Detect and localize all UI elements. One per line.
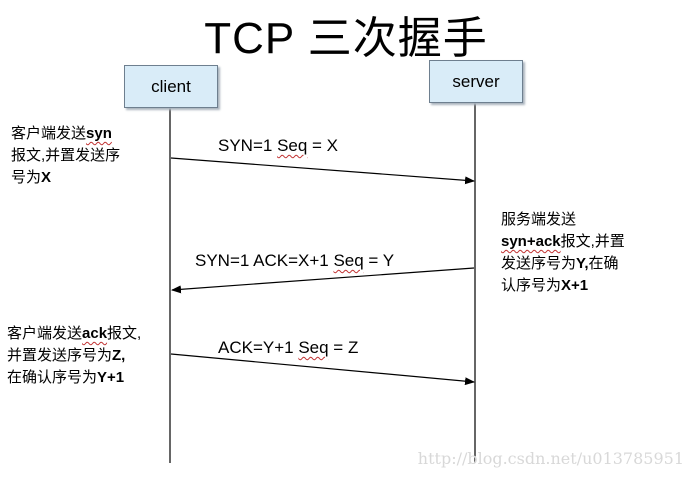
client-label: client — [151, 76, 191, 96]
client-box: client — [124, 65, 218, 108]
client-ack-note: 客户端发送ack报文, 并置发送序号为Z, 在确认序号为Y+1 — [7, 325, 142, 386]
server-label: server — [452, 71, 500, 91]
syn-message-label: SYN=1 Seq = X — [218, 136, 339, 155]
diagram-title: TCP 三次握手 — [204, 14, 488, 63]
server-syn-ack-note: 服务端发送 syn+ack报文,并置 发送序号为Y,在确 认序号为X+1 — [501, 211, 625, 294]
server-box: server — [429, 60, 523, 103]
watermark-url: http://blog.csdn.net/u013785951 — [417, 449, 684, 468]
ack-arrow — [170, 353, 475, 386]
syn-ack-arrow — [171, 267, 475, 294]
ack-message-label: ACK=Y+1 Seq = Z — [218, 338, 359, 357]
syn-arrow — [170, 157, 475, 185]
syn-ack-message-label: SYN=1 ACK=X+1 Seq = Y — [195, 251, 395, 270]
client-syn-note: 客户端发送syn 报文,并置发送序 号为X — [11, 125, 121, 186]
